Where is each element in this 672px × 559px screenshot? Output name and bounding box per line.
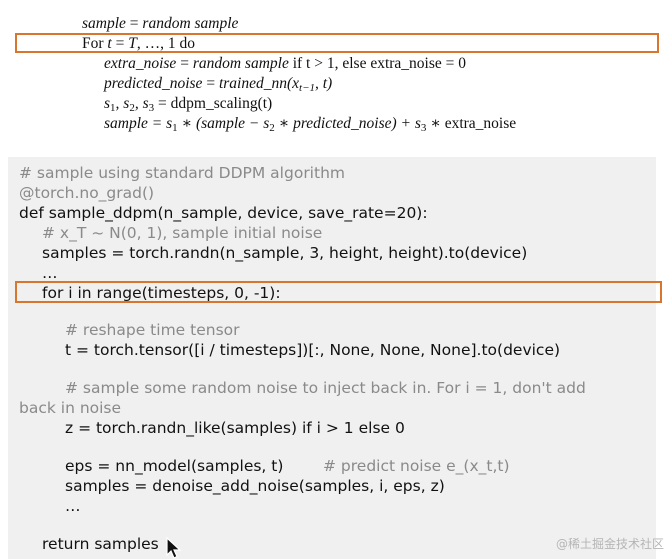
code-line: for i in range(timesteps, 0, -1):	[42, 284, 281, 302]
math-text: ∗ predicted_noise) + s	[274, 115, 421, 132]
code-line: # sample using standard DDPM algorithm	[19, 164, 345, 182]
math-text: s	[104, 95, 111, 112]
math-text: =	[176, 55, 193, 72]
highlight-box-for-loop-math	[15, 33, 659, 53]
code-line: # reshape time tensor	[65, 321, 240, 339]
code-line: z = torch.randn_like(samples) if i > 1 e…	[65, 419, 405, 437]
math-text: random sample	[142, 15, 239, 32]
pseudocode-line-4: predicted_noise = trained_nn(xt−1, t)	[104, 74, 332, 98]
math-text: , t)	[315, 75, 333, 92]
math-text: T	[128, 35, 137, 52]
code-line: …	[65, 497, 81, 515]
code-line: samples = denoise_add_noise(samples, i, …	[65, 477, 445, 495]
math-subscript: 1	[110, 102, 116, 114]
math-text: = s	[147, 115, 173, 132]
math-text: = ddpm_scaling(t)	[154, 95, 273, 112]
code-line: samples = torch.randn(n_sample, 3, heigh…	[42, 244, 528, 262]
math-text: , …, 1 do	[136, 35, 195, 52]
math-text: t	[107, 35, 112, 52]
code-line: eps = nn_model(samples, t)	[65, 457, 284, 475]
highlight-box-for-loop-code	[15, 281, 662, 303]
mouse-cursor-icon	[166, 537, 182, 559]
code-line: …	[42, 264, 58, 282]
code-line: return samples	[42, 535, 159, 553]
math-text: if t > 1, else extra_noise = 0	[288, 55, 467, 72]
pseudocode-line-6: sample = s1 ∗ (sample − s2 ∗ predicted_n…	[104, 114, 516, 138]
code-line: back in noise	[19, 399, 122, 417]
math-text: extra_noise	[104, 55, 177, 72]
code-line: # sample some random noise to inject bac…	[65, 379, 586, 397]
math-text: ∗ extra_noise	[426, 115, 517, 132]
pseudocode-line-2: For t = T, …, 1 do	[82, 34, 195, 54]
code-inline-comment: # predict noise e_(x_t,t)	[323, 457, 510, 475]
math-subscript: 2	[129, 102, 135, 114]
math-text: ∗ (sample − s	[177, 115, 270, 132]
math-subscript: t−1	[299, 82, 315, 94]
math-text: =	[125, 15, 143, 32]
code-block: # sample using standard DDPM algorithm @…	[8, 157, 656, 559]
pseudocode-panel: sample = random sample For t = T, …, 1 d…	[0, 0, 672, 150]
math-text: =	[111, 35, 129, 52]
pseudocode-line-5: s1, s2, s3 = ddpm_scaling(t)	[104, 94, 272, 118]
math-text: For	[82, 35, 108, 52]
math-text: sample	[104, 115, 148, 132]
math-text: predicted_noise	[104, 75, 203, 92]
math-text: sample	[82, 15, 126, 32]
math-subscript: 2	[269, 122, 275, 134]
math-text: , s	[115, 95, 130, 112]
math-text: trained_nn	[218, 75, 287, 92]
math-subscript: 1	[172, 122, 178, 134]
code-line: @torch.no_grad()	[19, 184, 155, 202]
math-text: (x	[286, 75, 300, 92]
code-line: def sample_ddpm(n_sample, device, save_r…	[19, 204, 428, 222]
math-subscript: 3	[420, 122, 427, 134]
pseudocode-line-1: sample = random sample	[82, 14, 238, 34]
math-text: =	[202, 75, 219, 92]
math-text: random sample	[192, 55, 289, 72]
pseudocode-line-3: extra_noise = random sample if t > 1, el…	[104, 54, 466, 74]
code-line: # x_T ~ N(0, 1), sample initial noise	[42, 224, 323, 242]
watermark: @稀土掘金技术社区	[555, 537, 664, 551]
code-line: t = torch.tensor([i / timesteps])[:, Non…	[65, 341, 561, 359]
math-subscript: 3	[148, 102, 155, 114]
math-text: , s	[134, 95, 149, 112]
